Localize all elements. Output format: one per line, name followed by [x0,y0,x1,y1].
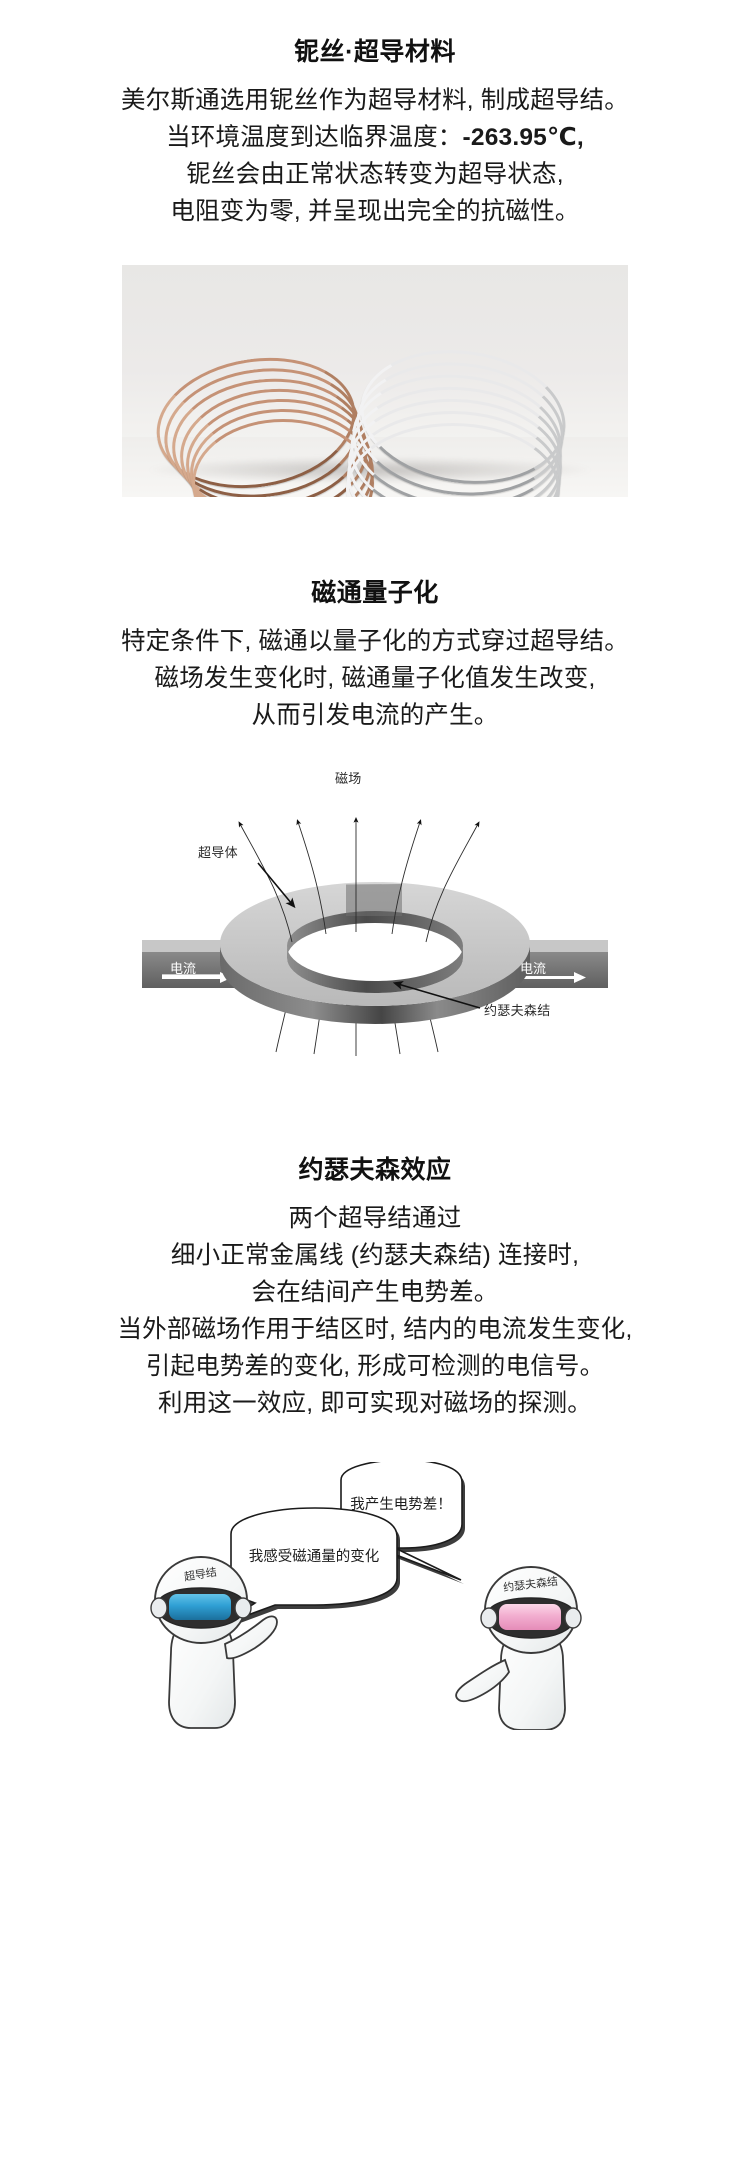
text-line: 美尔斯通选用铌丝作为超导材料, 制成超导结。 [120,87,629,114]
text-line: 会在结间产生电势差。 [251,1279,499,1306]
visor-right [499,1604,561,1630]
niobium-wire-photo [122,265,628,497]
visor-left [169,1594,231,1620]
speech-bubble-left: 我感受磁通量的变化 [220,1507,400,1629]
character-left: 超导结 [150,1556,278,1729]
cartoon-svg: 我产生电势差！ 我感受磁通量的变化 [150,1459,582,1731]
ring-diagram-svg [142,816,608,1056]
speech-bubble-right: 我产生电势差！ [340,1459,465,1584]
text-line-with-temperature: 当环境温度到达临界温度：-263.95℃, [0,119,750,156]
label-magnetic-field: 磁场 [335,771,362,786]
superconducting-ring-diagram: 磁场 超导体 电流 电流 约瑟夫森结 [140,766,610,1056]
section-title-niobium: 铌丝·超导材料 [294,37,456,66]
text-line: 电阻变为零, 并呈现出完全的抗磁性。 [170,198,580,225]
silver-coil [345,337,610,497]
text-line: 引起电势差的变化, 形成可检测的电信号。 [145,1353,605,1380]
article-page: 铌丝·超导材料 美尔斯通选用铌丝作为超导材料, 制成超导结。 当环境温度到达临界… [0,0,750,1731]
speech-text-left: 我感受磁通量的变化 [249,1548,380,1565]
temperature-value: -263.95℃, [462,124,584,151]
speech-text-right: 我产生电势差！ [350,1496,452,1513]
paragraph-flux-quantization: 特定条件下, 磁通以量子化的方式穿过超导结。 磁场发生变化时, 磁通量子化值发生… [0,623,750,734]
magnetic-field-lines-upper [238,816,480,943]
ring-outer-wall [220,944,530,1024]
junction-stripe-top [346,884,402,916]
character-right: 约瑟夫森结 [455,1566,582,1731]
label-josephson-junction: 约瑟夫森结 [484,1003,551,1018]
text-line: 铌丝会由正常状态转变为超导状态, [186,161,564,188]
text-line: 当环境温度到达临界温度： [166,124,463,151]
section-niobium: 铌丝·超导材料 美尔斯通选用铌丝作为超导材料, 制成超导结。 当环境温度到达临界… [0,0,750,497]
text-line: 磁场发生变化时, 磁通量子化值发生改变, [154,665,596,692]
two-characters-cartoon: 我产生电势差！ 我感受磁通量的变化 [135,1459,615,1731]
section-josephson-effect: 约瑟夫森效应 两个超导结通过 细小正常金属线 (约瑟夫森结) 连接时, 会在结间… [0,1056,750,1731]
section-flux-quantization: 磁通量子化 特定条件下, 磁通以量子化的方式穿过超导结。 磁场发生变化时, 磁通… [0,497,750,1056]
section-title-flux-quantization: 磁通量子化 [311,578,439,607]
label-current-right: 电流 [520,961,547,976]
superconductor-leader-line [257,862,296,909]
ring-inner-shadow [287,946,463,993]
ring-hole [287,923,463,993]
text-line: 细小正常金属线 (约瑟夫森结) 连接时, [170,1242,580,1269]
text-line: 利用这一效应, 即可实现对磁场的探测。 [158,1390,592,1417]
label-superconductor: 超导体 [198,845,238,860]
label-current-left: 电流 [170,961,197,976]
text-line: 从而引发电流的产生。 [251,702,499,729]
text-line: 两个超导结通过 [288,1205,462,1232]
section-title-josephson-effect: 约瑟夫森效应 [298,1155,452,1184]
paragraph-josephson-effect: 两个超导结通过 细小正常金属线 (约瑟夫森结) 连接时, 会在结间产生电势差。 … [0,1200,750,1422]
josephson-leader-line [392,981,481,1009]
paragraph-niobium: 美尔斯通选用铌丝作为超导材料, 制成超导结。 当环境温度到达临界温度：-263.… [0,82,750,230]
text-line: 当外部磁场作用于结区时, 结内的电流发生变化, [117,1316,633,1343]
text-line: 特定条件下, 磁通以量子化的方式穿过超导结。 [120,628,629,655]
